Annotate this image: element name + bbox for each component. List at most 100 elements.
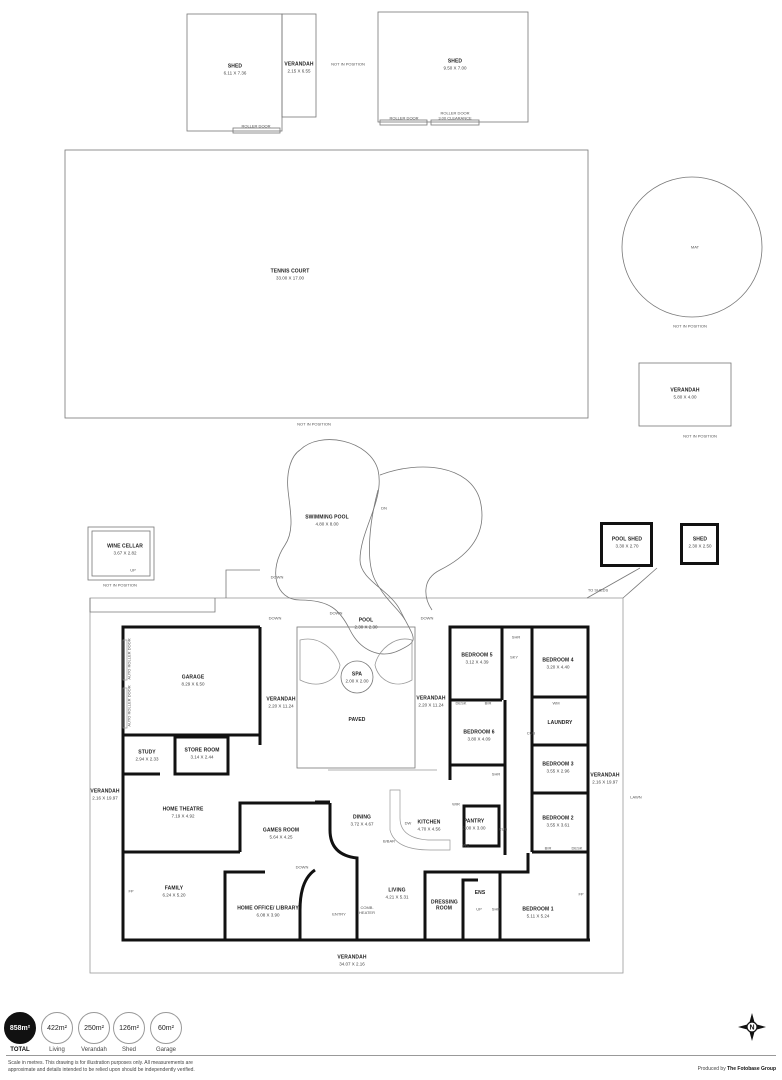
disclaimer: Scale in metres. This drawing is for ill… (8, 1060, 195, 1073)
room-name: KITCHEN (417, 819, 441, 826)
room-dims: 3.20 X 4.40 (546, 664, 570, 670)
verandah-small-outline (281, 13, 317, 118)
room-dims: 6.11 X 7.36 (223, 70, 247, 76)
stat-shed: 126m² (113, 1012, 145, 1044)
shed-2-outline (377, 11, 529, 123)
room-name: VERANDAH (284, 61, 314, 68)
not-in-position-note: NOT IN POSITION (683, 433, 717, 439)
shower-label: SHR (491, 906, 501, 912)
stat-verandah-label: Verandah (81, 1047, 107, 1053)
room-dims: 4.21 X 5.31 (385, 894, 409, 900)
desk-label: DESK (571, 845, 583, 851)
roller-door-label: ROLLER DOOR (440, 110, 470, 116)
room-name: SWIMMING POOL (305, 514, 349, 521)
roller-door (232, 127, 281, 134)
room-name: VERANDAH (90, 788, 120, 795)
stat-garage-label: Garage (155, 1047, 176, 1053)
shed-3-outline (680, 523, 719, 565)
outer-verandah-outline (89, 597, 624, 974)
skylight-label: SKY (509, 654, 519, 660)
wm-label: WM (552, 700, 560, 706)
paved-area (296, 626, 416, 769)
not-in-position-note: NOT IN POSITION (103, 582, 137, 588)
room-name: FAMILY (164, 885, 184, 892)
not-in-position-note: NOT IN POSITION (331, 61, 365, 67)
comb-heater-label: COMB. HEATER (359, 905, 375, 915)
room-dims: 2.16 X 19.97 (92, 795, 118, 801)
room-dims: 2.94 X 2.33 (135, 756, 159, 762)
up-label: UP (130, 567, 136, 573)
down-label: DOWN (268, 615, 282, 621)
room-name: BEDROOM 6 (463, 729, 495, 736)
verandah-right-outline (638, 362, 732, 427)
fireplace-label: FP (578, 891, 584, 897)
room-ensuite: ENS (474, 890, 486, 897)
roller-door-label: ROLLER DOOR (241, 123, 271, 129)
stat-total-label: TOTAL (10, 1047, 30, 1053)
room-name: PAVED (348, 717, 366, 724)
room-dims: 34.07 X 2.16 (339, 961, 365, 967)
cub-label: CUB (526, 730, 536, 736)
paved-label: PAVED (348, 717, 366, 724)
room-name: SHED (447, 58, 463, 65)
pool-shed-outline (600, 522, 653, 567)
down-label: DOWN (270, 574, 284, 580)
room-dims: 5.64 X 4.25 (269, 834, 293, 840)
auto-roller-door-label: AUTO ROLLER DOOR (126, 685, 132, 727)
tennis-court-outline (64, 149, 589, 419)
stat-living-label: Living (49, 1047, 65, 1053)
not-in-position-note: NOT IN POSITION (673, 323, 707, 329)
room-dims: 3.12 X 4.39 (465, 659, 489, 665)
room-name: PANTRY (463, 818, 485, 825)
stat-garage: 60m² (150, 1012, 182, 1044)
room-dims: 2.16 X 19.97 (592, 779, 618, 785)
room-name: STUDY (138, 749, 156, 756)
room-name: SHED (692, 536, 708, 543)
room-dims: 33.00 X 17.00 (275, 275, 305, 281)
dw-label: DW (404, 820, 412, 826)
bir-label: BIR (484, 700, 492, 706)
room-name: BEDROOM 3 (542, 761, 574, 768)
room-name: BEDROOM 4 (542, 657, 574, 664)
room-name: ENS (474, 890, 486, 897)
fireplace-label: FP (128, 888, 134, 894)
room-name: SHED (227, 63, 243, 70)
room-name: STORE ROOM (184, 747, 220, 754)
room-name: HOME OFFICE/ LIBRARY (237, 905, 299, 912)
room-dims: 3.14 X 2.44 (190, 754, 214, 760)
room-dims: 2.20 X 11.24 (268, 703, 294, 709)
room-name: BEDROOM 5 (461, 652, 493, 659)
room-dims: 6.24 X 5.20 (162, 892, 186, 898)
room-dims: 2.30 X 2.50 (688, 543, 712, 549)
clearance-label: 3.00 CLEARANCE (438, 115, 472, 121)
up-label: UP (476, 906, 482, 912)
mat-circle (621, 176, 763, 318)
stairs-down-label: DOWN (295, 864, 309, 870)
mat-label: MAT (690, 244, 700, 250)
room-name: BEDROOM 2 (542, 815, 574, 822)
roller-door (379, 119, 428, 126)
kitchen-bench (389, 789, 451, 851)
credit: Produced by The Fotobase Group (698, 1066, 776, 1072)
bir-label: BIR (544, 845, 552, 851)
room-dims: 3.55 X 3.61 (546, 822, 570, 828)
room-dims: 4.70 X 4.56 (417, 826, 441, 832)
room-name: TENNIS COURT (270, 268, 310, 275)
stat-living: 422m² (41, 1012, 73, 1044)
room-name: POOL SHED (611, 536, 643, 543)
